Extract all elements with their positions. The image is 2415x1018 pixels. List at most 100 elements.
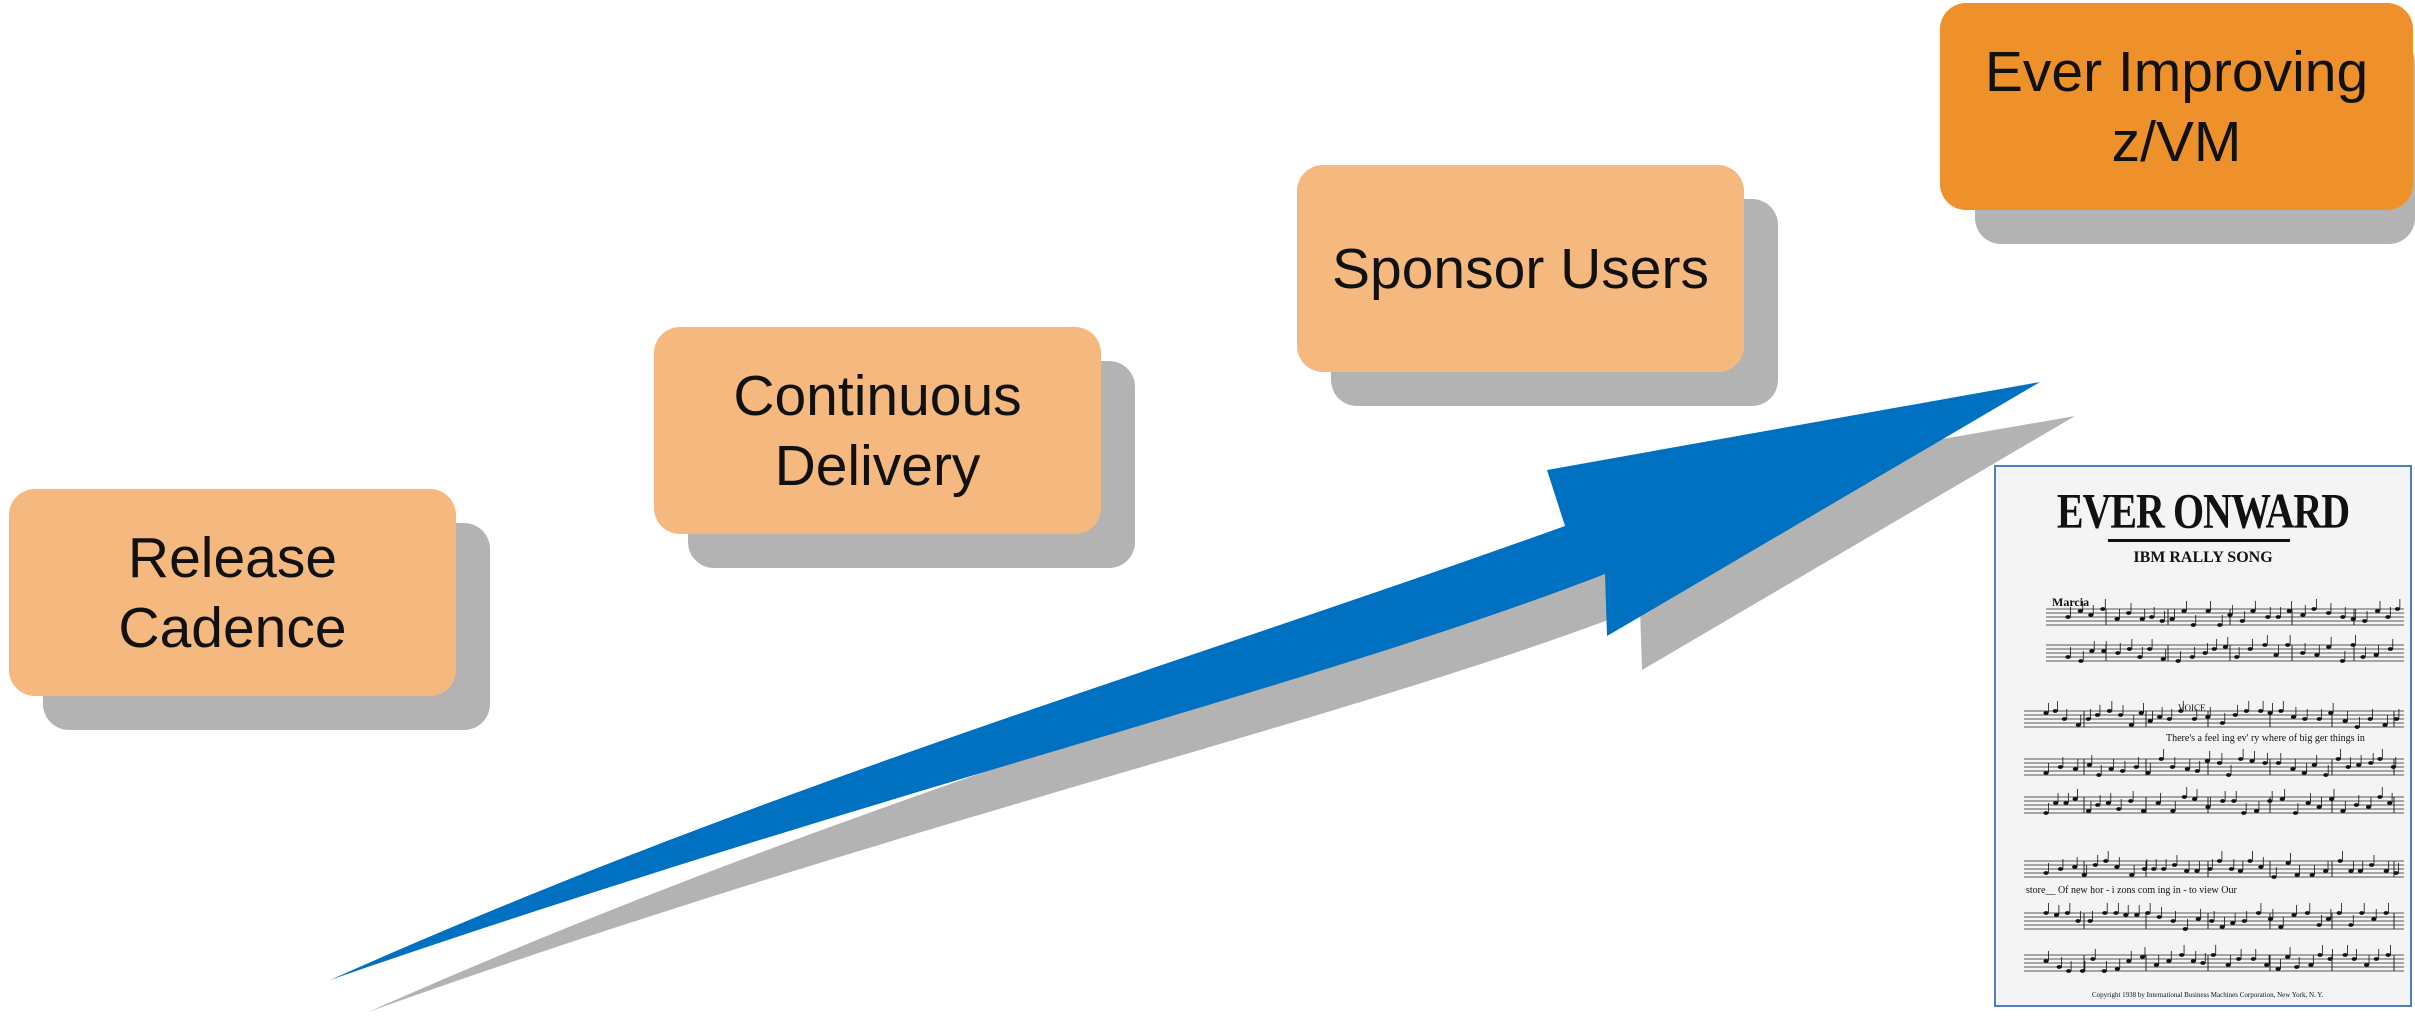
note-head [2326, 645, 2332, 649]
note-head [2181, 609, 2187, 613]
note-head [2101, 969, 2107, 973]
note-head [2078, 659, 2084, 663]
note-head [2043, 771, 2049, 775]
note-head [2304, 911, 2310, 915]
note-head [2394, 607, 2401, 611]
note-head [2325, 611, 2332, 615]
note-head [2096, 773, 2102, 777]
note-head [2314, 653, 2320, 657]
note-head [2243, 709, 2249, 713]
sheet-music-voice-label: VOICE [2178, 703, 2206, 713]
note-head [2170, 919, 2176, 923]
note-head [2228, 867, 2235, 871]
note-head [2354, 725, 2360, 729]
continuous-delivery-line-2: Delivery [774, 433, 981, 498]
note-head [2072, 865, 2078, 869]
note-head [2317, 953, 2323, 957]
note-head [2359, 911, 2365, 915]
note-head [2126, 611, 2132, 615]
note-head [2139, 955, 2146, 959]
note-head [2202, 651, 2208, 655]
note-head [2114, 967, 2120, 971]
note-head [2057, 867, 2064, 871]
note-head [2356, 763, 2362, 767]
note-head [2350, 643, 2356, 647]
note-head [2075, 919, 2081, 923]
note-head [2241, 919, 2247, 923]
note-head [2262, 761, 2268, 765]
note-head [2194, 769, 2200, 773]
note-head [2195, 917, 2201, 921]
note-head [2114, 865, 2120, 869]
note-head [2102, 911, 2108, 915]
note-head [2239, 619, 2245, 623]
note-head [2190, 959, 2196, 963]
sheet-music-title: EVER ONWARD [2056, 482, 2350, 539]
note-head [2290, 767, 2296, 771]
note-head [2166, 959, 2172, 963]
note-head [2339, 659, 2346, 663]
note-head [2241, 811, 2247, 815]
note-head [2273, 653, 2279, 657]
note-head [2353, 803, 2359, 807]
note-head [2300, 651, 2306, 655]
note-head [2113, 911, 2119, 915]
note-head [2123, 913, 2129, 917]
note-head [2279, 797, 2285, 801]
note-head [2207, 867, 2213, 871]
note-head [2116, 807, 2122, 811]
note-head [2140, 809, 2147, 813]
note-head [2253, 809, 2260, 813]
note-head [2382, 723, 2388, 727]
continuous-delivery-box: Continuous Delivery [654, 327, 1101, 534]
note-head [2205, 805, 2211, 809]
note-head [2065, 655, 2071, 659]
note-head [2072, 767, 2079, 771]
note-head [2345, 765, 2351, 769]
note-head [2328, 797, 2335, 801]
note-head [2108, 767, 2114, 771]
note-head [2226, 773, 2232, 777]
note-head [2128, 723, 2134, 727]
sponsor-users-line-1: Sponsor Users [1332, 236, 1709, 301]
note-head [2216, 859, 2223, 863]
note-head [2323, 773, 2329, 777]
note-head [2230, 921, 2236, 925]
note-head [2103, 859, 2109, 863]
note-head [2114, 617, 2120, 621]
note-head [2309, 873, 2315, 877]
note-head [2061, 717, 2067, 721]
note-head [2227, 613, 2233, 617]
sheet-music-tempo: Marcia [2052, 595, 2090, 609]
release-cadence-box: Release Cadence [9, 489, 456, 696]
note-head [2155, 801, 2161, 805]
note-head [2043, 911, 2049, 915]
note-head [2066, 969, 2072, 973]
note-head [2194, 869, 2200, 873]
note-head [2119, 769, 2126, 773]
note-head [2385, 953, 2391, 957]
note-head [2316, 923, 2322, 927]
note-head [2057, 765, 2064, 769]
note-head [2182, 927, 2188, 931]
note-head [2362, 619, 2368, 623]
note-head [2335, 757, 2341, 761]
note-head [2100, 607, 2106, 611]
note-head [2134, 913, 2140, 917]
note-head [2285, 643, 2291, 647]
note-head [2205, 715, 2211, 719]
note-head [2328, 711, 2334, 715]
note-head [2190, 623, 2196, 627]
note-head [2085, 809, 2092, 813]
note-head [2368, 863, 2375, 867]
note-head [2258, 709, 2264, 713]
note-head [2137, 655, 2143, 659]
note-head [2367, 717, 2373, 721]
note-head [2169, 765, 2176, 769]
note-head [2175, 659, 2181, 663]
note-head [2141, 867, 2148, 871]
note-head [2373, 957, 2379, 961]
note-head [2225, 963, 2231, 967]
note-head [2075, 723, 2081, 727]
note-head [2262, 643, 2268, 647]
